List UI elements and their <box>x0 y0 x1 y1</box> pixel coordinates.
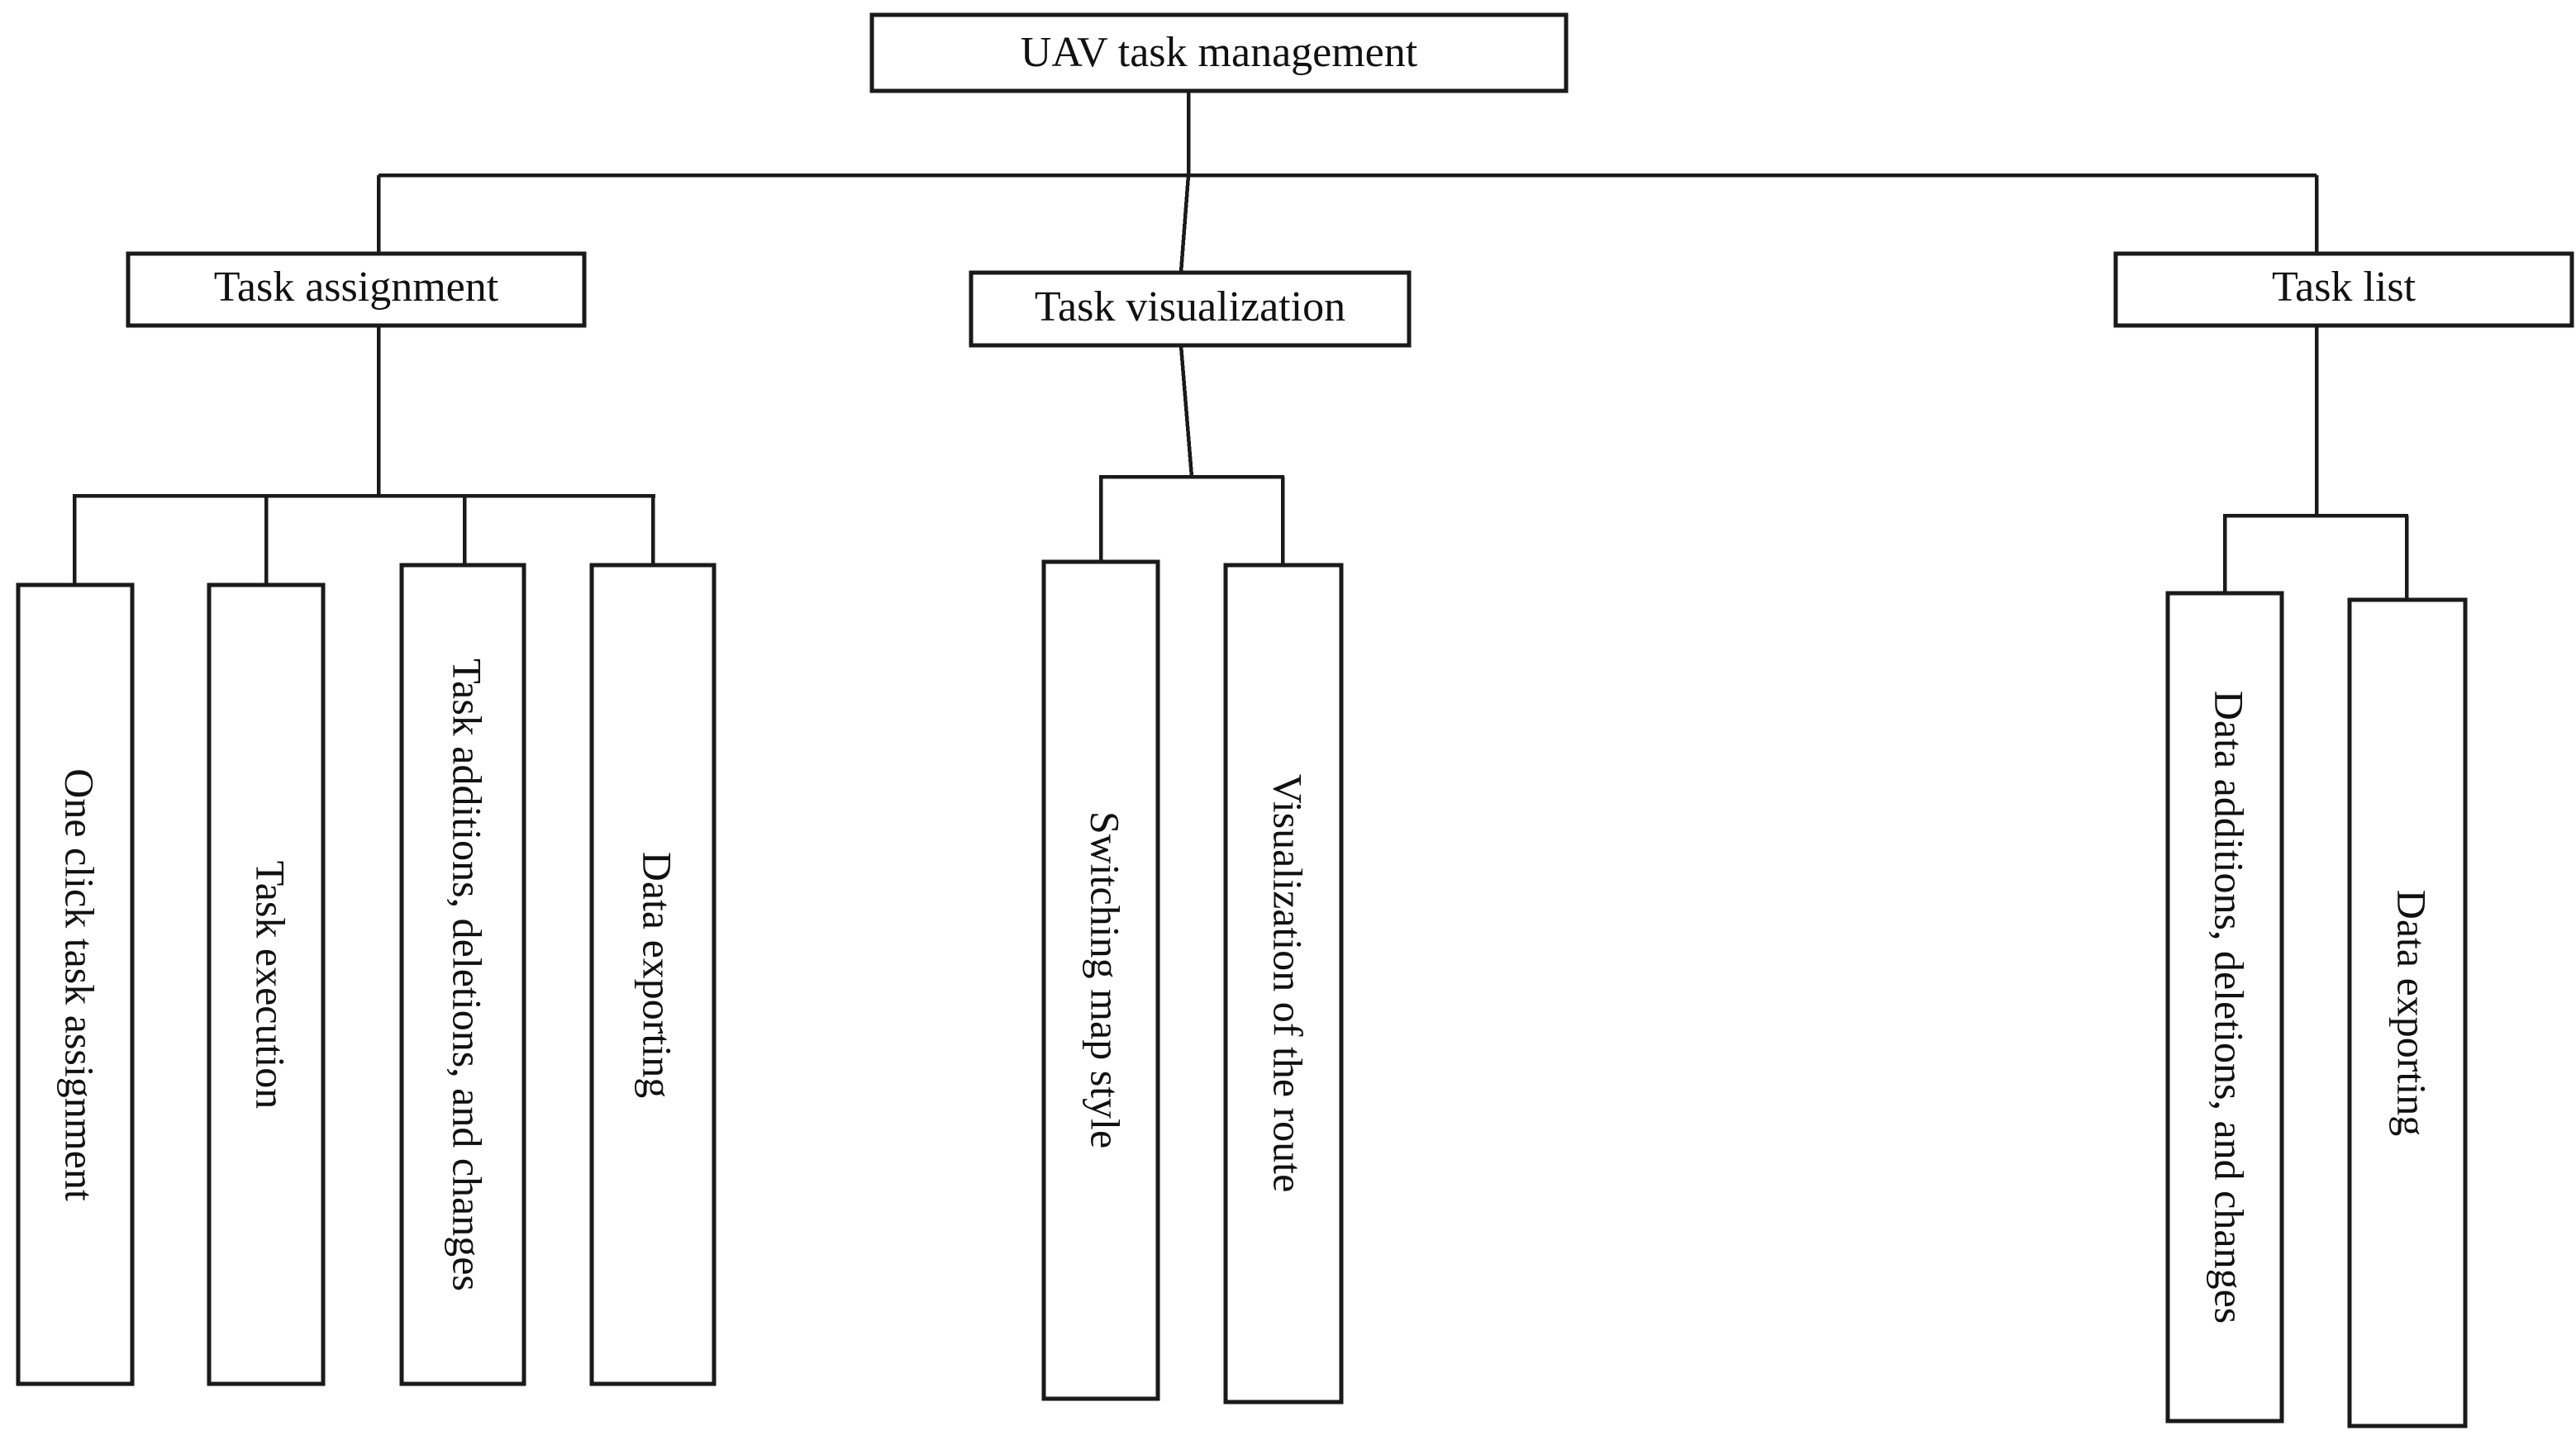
node-box-root <box>869 12 1569 93</box>
node-label-task-additions-deletions-changes: Task additions, deletions, and changes <box>445 658 491 1291</box>
node-label-data-additions-deletions-changes: Data additions, deletions, and changes <box>2207 691 2253 1324</box>
node-box-data-additions-deletions-changes <box>2165 591 2284 1424</box>
node-label-task-assignment: Task assignment <box>214 264 499 311</box>
node-box-task-list <box>2113 251 2574 328</box>
node-box-data-exporting-assignment <box>589 563 717 1386</box>
node-label-task-list: Task list <box>2272 264 2416 311</box>
node-label-data-exporting-assignment: Data exporting <box>635 852 681 1099</box>
node-label-switching-map-style: Switching map style <box>1083 811 1129 1148</box>
node-box-visualization-of-the-route <box>1223 563 1344 1405</box>
node-box-task-additions-deletions-changes <box>399 563 526 1386</box>
node-box-task-execution <box>207 582 326 1386</box>
node-task-additions-deletions-changes[interactable]: Task additions, deletions, and changes <box>399 563 526 1386</box>
node-one-click-task-assignment[interactable]: One click task assignment <box>16 582 135 1386</box>
node-box-switching-map-style <box>1041 559 1160 1401</box>
node-box-one-click-task-assignment <box>16 582 135 1386</box>
node-box-task-visualization <box>969 270 1412 348</box>
node-label-visualization-of-the-route: Visualization of the route <box>1265 774 1312 1193</box>
node-label-root: UAV task management <box>1021 29 1418 76</box>
node-label-data-exporting-list: Data exporting <box>2389 890 2436 1137</box>
node-task-visualization[interactable]: Task visualization <box>969 270 1412 348</box>
node-box-task-assignment <box>126 251 587 328</box>
node-task-execution[interactable]: Task execution <box>207 582 326 1386</box>
node-visualization-of-the-route[interactable]: Visualization of the route <box>1223 563 1344 1405</box>
node-box-data-exporting-list <box>2347 597 2468 1428</box>
node-label-task-visualization: Task visualization <box>1035 283 1345 330</box>
node-label-task-execution: Task execution <box>248 861 294 1110</box>
node-task-list[interactable]: Task list <box>2113 251 2574 328</box>
node-data-exporting-list[interactable]: Data exporting <box>2347 597 2468 1428</box>
node-task-assignment[interactable]: Task assignment <box>126 251 587 328</box>
node-data-additions-deletions-changes[interactable]: Data additions, deletions, and changes <box>2165 591 2284 1424</box>
node-switching-map-style[interactable]: Switching map style <box>1041 559 1160 1401</box>
node-uav-task-management[interactable]: UAV task management <box>869 12 1569 93</box>
node-label-one-click-task-assignment: One click task assignment <box>57 768 103 1201</box>
node-data-exporting-assignment[interactable]: Data exporting <box>589 563 717 1386</box>
connector-to-task-visualization <box>1178 174 1191 273</box>
connector-task-visualization-stem <box>1178 345 1194 478</box>
connector-layer <box>72 91 2409 600</box>
